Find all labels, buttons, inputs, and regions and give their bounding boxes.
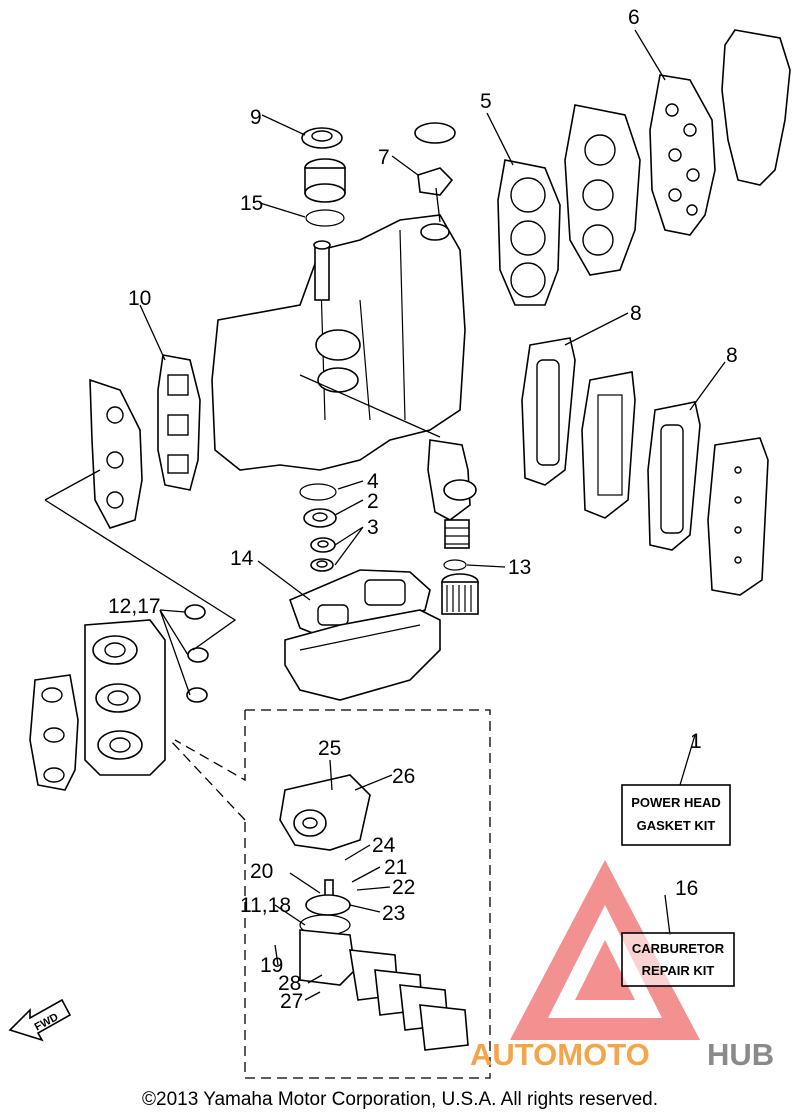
- callout-8-a: 8: [630, 302, 642, 325]
- callout-20: 20: [250, 860, 273, 883]
- callout-6: 6: [628, 6, 640, 29]
- part-6-cover: [649, 29, 791, 236]
- callout-labels: 6 5 7 9 15 10 8 8 4 2 3 13 14 12,17 1 16…: [108, 6, 738, 1013]
- thermostat: [444, 519, 470, 549]
- part-4-o-ring: [299, 483, 337, 501]
- callout-15: 15: [240, 192, 263, 215]
- intake-manifold: [89, 378, 143, 529]
- cylinder-head: [564, 104, 641, 276]
- kit-power-head-line1: POWER HEAD: [631, 795, 721, 810]
- watermark-hub: HUB: [707, 1037, 774, 1072]
- callout-2: 2: [367, 490, 379, 513]
- part-15-o-ring: [305, 209, 345, 227]
- part-5-head-gasket: [497, 159, 561, 306]
- watermark-text: AUTOMOTO HUB: [470, 1037, 774, 1072]
- callout-26: 26: [392, 765, 415, 788]
- crankcase-block: [211, 214, 466, 471]
- part-8-gasket-a: [521, 337, 576, 486]
- kit-carburetor-line1: CARBURETOR: [632, 941, 725, 956]
- callout-7: 7: [378, 146, 390, 169]
- part-10-gasket: [157, 354, 201, 491]
- float-bowl-parts: [299, 929, 469, 1051]
- callout-22: 22: [392, 876, 415, 899]
- callout-3: 3: [367, 516, 379, 539]
- watermark-auto: AUTOMOTO: [470, 1037, 650, 1072]
- callout-25: 25: [318, 737, 341, 760]
- fwd-arrow: FWD: [8, 998, 72, 1042]
- lower-casing: [284, 609, 441, 701]
- carb-body-detail: [279, 774, 371, 936]
- thermostat-housing: [441, 573, 479, 615]
- exhaust-cover-inner: [581, 371, 636, 519]
- carburetor-gasket-plate: [29, 674, 79, 791]
- watermark-logo: [510, 860, 700, 1040]
- callout-14: 14: [230, 547, 254, 570]
- carburetor-assembly: [84, 619, 166, 776]
- leader-lines: [44, 29, 726, 1001]
- bearing: [304, 158, 346, 203]
- part-8-gasket-b: [647, 401, 701, 551]
- kit-carburetor-line2: REPAIR KIT: [642, 963, 715, 978]
- callout-21: 21: [384, 856, 407, 879]
- part-2-oil-seal: [303, 508, 337, 528]
- thermostat-cover: [427, 439, 477, 521]
- callout-12-17: 12,17: [108, 595, 161, 618]
- power-head-gasket-kit-box: POWER HEAD GASKET KIT: [621, 784, 731, 846]
- callout-10: 10: [128, 287, 151, 310]
- exhaust-cover-outer: [707, 437, 769, 596]
- callout-27: 27: [280, 990, 303, 1013]
- carburetor-repair-kit-box: CARBURETOR REPAIR KIT: [621, 932, 735, 987]
- callout-23: 23: [382, 902, 405, 925]
- callout-28: 28: [278, 972, 301, 995]
- part-12-17-gaskets: [184, 604, 209, 703]
- callout-19: 19: [260, 954, 283, 977]
- kit-power-head-line2: GASKET KIT: [637, 818, 716, 833]
- callout-24: 24: [372, 834, 396, 857]
- part-7-cover: [414, 122, 456, 196]
- callout-11-18: 11,18: [240, 894, 291, 917]
- callout-1: 1: [690, 730, 702, 753]
- callout-16: 16: [675, 877, 698, 900]
- callout-13: 13: [508, 556, 531, 579]
- copyright-notice: ©2013 Yamaha Motor Corporation, U.S.A. A…: [142, 1089, 658, 1110]
- part-3-oil-seal: [310, 537, 336, 572]
- callout-4: 4: [367, 470, 379, 493]
- callout-5: 5: [480, 90, 492, 113]
- part-9-oil-seal: [301, 127, 343, 149]
- carb-detail-box: [169, 709, 491, 1079]
- callout-9: 9: [250, 106, 262, 129]
- part-13-o-ring: [443, 559, 467, 571]
- callout-8-b: 8: [726, 344, 738, 367]
